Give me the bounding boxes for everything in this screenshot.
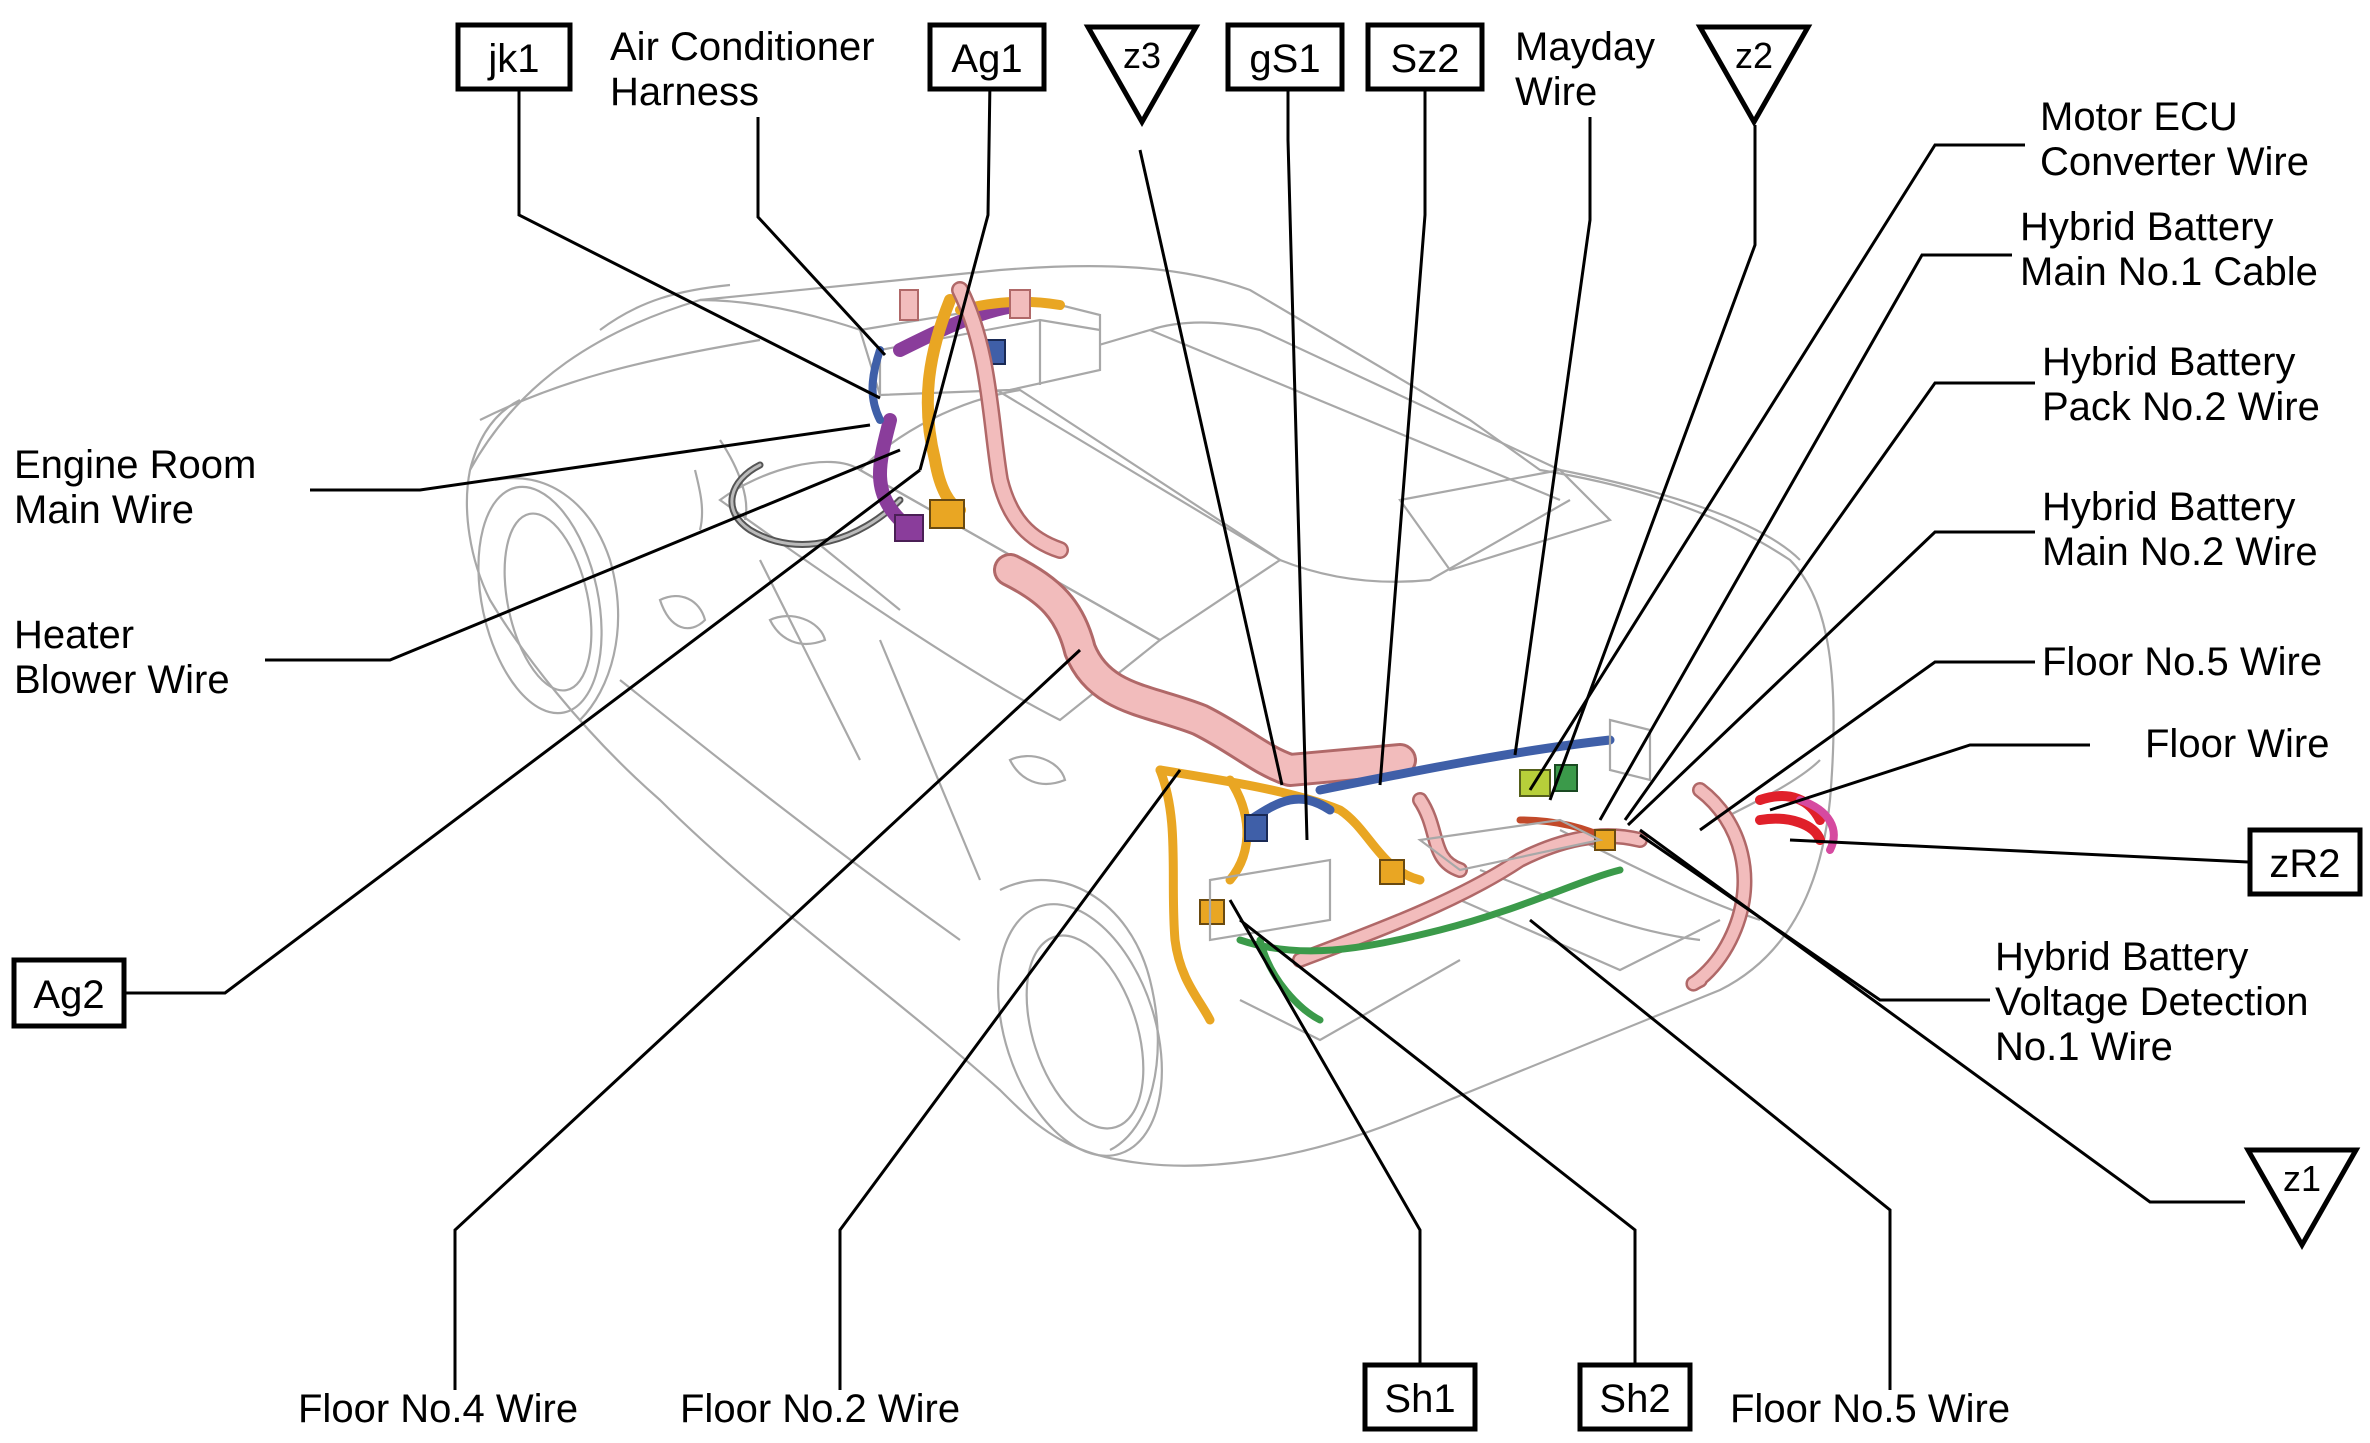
box-zr2: zR2 — [2247, 827, 2363, 897]
label-line: Floor No.4 Wire — [298, 1387, 578, 1431]
box-sh2: Sh2 — [1577, 1362, 1693, 1432]
label-line: Voltage Detection — [1995, 980, 2309, 1024]
label-floor-no5-wire-bottom: Floor No.5 Wire — [1730, 1387, 2010, 1431]
box-code: gS1 — [1249, 37, 1320, 81]
box-gs1: gS1 — [1225, 22, 1345, 92]
label-line: Main Wire — [14, 488, 194, 532]
label-line: Harness — [610, 70, 759, 114]
label-line: Main No.1 Cable — [2020, 250, 2318, 294]
box-code: Ag1 — [951, 37, 1022, 81]
label-hybrid-battery-voltage-detection-no1-wire: Hybrid Battery Voltage Detection No.1 Wi… — [1995, 935, 2309, 1069]
box-sz2: Sz2 — [1365, 22, 1485, 92]
label-line: Main No.2 Wire — [2042, 530, 2318, 574]
box-jk1: jk1 — [455, 22, 573, 92]
label-line: Pack No.2 Wire — [2042, 385, 2320, 429]
label-heater-blower-wire: Heater Blower Wire — [14, 613, 230, 702]
label-line: Floor No.2 Wire — [680, 1387, 960, 1431]
label-line: Blower Wire — [14, 658, 230, 702]
label-air-conditioner-harness: Air Conditioner Harness — [610, 25, 875, 114]
triangle-code: z3 — [1123, 35, 1161, 76]
label-line: Hybrid Battery — [2020, 205, 2273, 249]
box-ag2: Ag2 — [11, 957, 127, 1029]
label-line: Converter Wire — [2040, 140, 2309, 184]
label-line: Floor No.5 Wire — [2042, 640, 2322, 684]
label-hybrid-battery-main-no2-wire: Hybrid Battery Main No.2 Wire — [2042, 485, 2318, 574]
label-line: Engine Room — [14, 443, 256, 487]
label-hybrid-battery-main-no1-cable: Hybrid Battery Main No.1 Cable — [2020, 205, 2318, 294]
label-floor-no4-wire: Floor No.4 Wire — [298, 1387, 578, 1431]
box-code: jk1 — [487, 37, 539, 81]
triangle-z1: z1 — [2243, 1147, 2361, 1251]
label-line: Hybrid Battery — [1995, 935, 2248, 979]
label-floor-wire: Floor Wire — [2145, 722, 2329, 766]
label-motor-ecu-converter-wire: Motor ECU Converter Wire — [2040, 95, 2309, 184]
label-line: Wire — [1515, 70, 1597, 114]
triangle-z3: z3 — [1083, 24, 1201, 128]
label-line: Heater — [14, 613, 134, 657]
box-ag1: Ag1 — [927, 22, 1047, 92]
label-floor-no5-wire-right: Floor No.5 Wire — [2042, 640, 2322, 684]
label-hybrid-battery-pack-no2-wire: Hybrid Battery Pack No.2 Wire — [2042, 340, 2320, 429]
box-sh1: Sh1 — [1362, 1362, 1478, 1432]
label-line: Floor Wire — [2145, 722, 2329, 766]
label-line: Mayday — [1515, 25, 1655, 69]
label-floor-no2-wire: Floor No.2 Wire — [680, 1387, 960, 1431]
engine-bay-components — [728, 281, 1102, 559]
label-engine-room-main-wire: Engine Room Main Wire — [14, 443, 256, 532]
triangle-code: z1 — [2283, 1158, 2321, 1199]
car-body-outline — [465, 264, 1835, 1167]
label-line: Air Conditioner — [610, 25, 875, 69]
box-code: Sz2 — [1391, 37, 1460, 81]
label-mayday-wire: Mayday Wire — [1515, 25, 1655, 114]
box-code: Sh2 — [1599, 1377, 1670, 1421]
label-line: Hybrid Battery — [2042, 485, 2295, 529]
leader-lines — [125, 79, 2249, 1390]
label-line: Hybrid Battery — [2042, 340, 2295, 384]
floor-harnesses — [993, 553, 1838, 1025]
box-code: Ag2 — [33, 973, 104, 1017]
label-line: No.1 Wire — [1995, 1025, 2173, 1069]
box-code: Sh1 — [1384, 1377, 1455, 1421]
label-line: Motor ECU — [2040, 95, 2238, 139]
triangle-z2: z2 — [1695, 24, 1813, 128]
box-code: zR2 — [2269, 842, 2340, 886]
label-line: Floor No.5 Wire — [1730, 1387, 2010, 1431]
triangle-code: z2 — [1735, 35, 1773, 76]
